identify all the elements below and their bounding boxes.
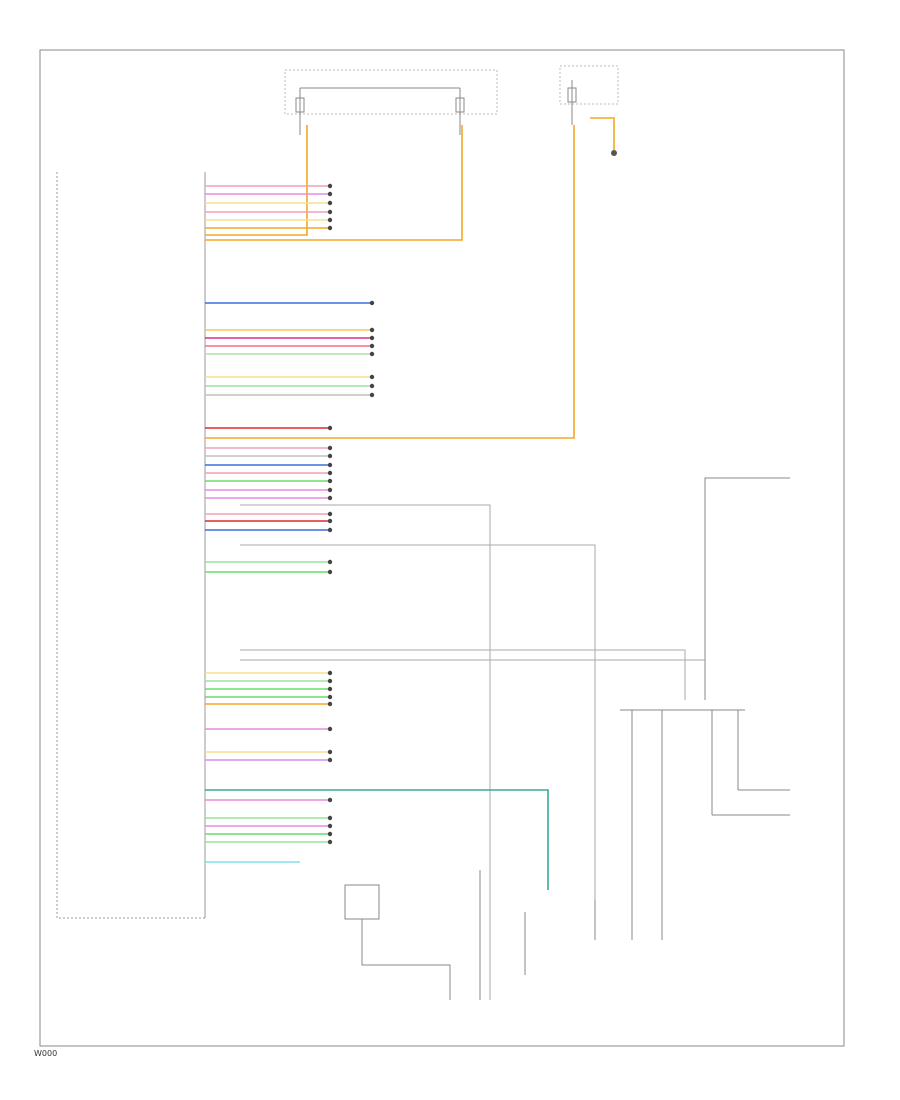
connector-dot-21 — [327, 487, 333, 493]
connector-dot-40 — [327, 839, 333, 845]
connector-dot-29 — [327, 678, 333, 684]
connector-dot-36 — [327, 797, 333, 803]
bottom-components — [344, 870, 663, 1000]
battery-feed-lines — [205, 117, 615, 439]
connector-dot-20 — [327, 478, 333, 484]
diagram-frame — [39, 49, 845, 1047]
connector-dot-13 — [369, 383, 375, 389]
connector-dot-7 — [369, 300, 375, 306]
connector-dot-35 — [327, 757, 333, 763]
connector-dot-2 — [327, 191, 333, 197]
connector-dot-38 — [327, 823, 333, 829]
connector-dot-8 — [369, 327, 375, 333]
wire-traces — [205, 183, 375, 845]
connector-dot-9 — [369, 335, 375, 341]
connector-dot-4 — [327, 209, 333, 215]
connector-dot-34 — [327, 749, 333, 755]
connector-dot-6 — [327, 225, 333, 231]
connector-dot-37 — [327, 815, 333, 821]
connector-dot-1 — [327, 183, 333, 189]
connector-dot-28 — [327, 670, 333, 676]
connector-dot-19 — [327, 470, 333, 476]
connector-dot-33 — [327, 726, 333, 732]
right-module — [620, 477, 790, 890]
connector-dot-16 — [327, 445, 333, 451]
connector-dot-27 — [327, 569, 333, 575]
fuse-block-right — [559, 65, 619, 125]
connector-dot-5 — [327, 217, 333, 223]
connector-dot-23 — [327, 511, 333, 517]
connector-dot-25 — [327, 527, 333, 533]
teal-run — [205, 789, 549, 890]
connector-dot-14 — [369, 392, 375, 398]
connector-dot-30 — [327, 686, 333, 692]
connector-dot-15 — [327, 425, 333, 431]
connector-dot-39 — [327, 831, 333, 837]
fuse-block-left — [284, 69, 498, 135]
connector-dot-32 — [327, 701, 333, 707]
connector-dot-10 — [369, 343, 375, 349]
control-module — [56, 172, 206, 919]
connector-dot-12 — [369, 374, 375, 380]
ground-symbol — [611, 150, 617, 156]
connector-dot-3 — [327, 200, 333, 206]
connector-dot-22 — [327, 495, 333, 501]
connector-dot-18 — [327, 462, 333, 468]
connector-dot-11 — [369, 351, 375, 357]
connector-dot-17 — [327, 453, 333, 459]
connector-dot-24 — [327, 518, 333, 524]
connector-dot-26 — [327, 559, 333, 565]
footer-code: W000 — [34, 1049, 57, 1058]
connector-dot-31 — [327, 694, 333, 700]
